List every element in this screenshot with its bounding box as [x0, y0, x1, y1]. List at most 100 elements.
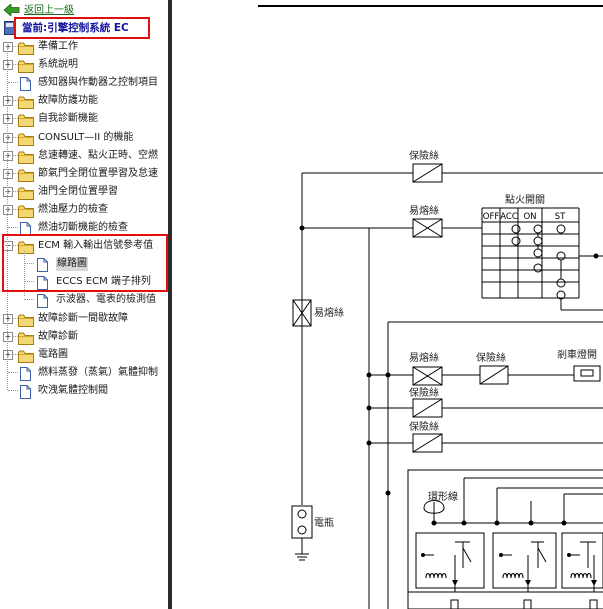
brake-lamp-switch-label: 剎車燈開 — [557, 348, 597, 361]
tree-folder-item[interactable]: + 怠速轉速、點火正時、空燃 — [0, 147, 168, 165]
tree-connector — [12, 172, 18, 174]
back-arrow-icon — [4, 4, 20, 16]
tree-item-label[interactable]: 自我診斷機能 — [38, 113, 98, 125]
document-icon — [37, 293, 48, 309]
tree-item-label[interactable]: 節氣門全閉位置學習及怠速 — [38, 167, 158, 179]
folder-icon — [18, 94, 34, 110]
expanded-group-highlight — [2, 234, 168, 292]
tree-connector — [12, 208, 18, 210]
expand-toggle-icon[interactable]: + — [3, 331, 13, 342]
tree-doc-item[interactable]: 線路圖 — [0, 255, 168, 273]
fuse-2-label: 保險絲 — [476, 351, 506, 364]
tree-item-label[interactable]: 電路圖 — [38, 348, 68, 360]
fuse-label: 保險絲 — [409, 149, 439, 162]
folder-icon — [18, 330, 34, 345]
tree-item-label[interactable]: 準備工作 — [38, 41, 78, 52]
expand-toggle-icon[interactable]: + — [3, 349, 13, 360]
expand-toggle-icon[interactable]: + — [3, 96, 13, 107]
tree-item-label[interactable]: 感知器與作動器之控制項目 — [38, 77, 158, 89]
switch-col-off: OFF — [483, 212, 500, 222]
tree-doc-item[interactable]: 示波器、電表的檢測值 — [0, 291, 168, 309]
folder-icon — [18, 167, 34, 182]
expand-toggle-icon[interactable]: + — [3, 42, 13, 52]
tree-doc-item[interactable]: 燃料蒸發（蒸氣）氣體抑制 — [0, 364, 168, 382]
expand-toggle-icon[interactable]: + — [3, 186, 13, 197]
tree-item-label[interactable]: 燃油切斷機能的檢查 — [38, 222, 128, 233]
tree-item-label[interactable]: 吹洩氣體控制閥 — [38, 384, 108, 396]
tree-trunk-line — [7, 46, 8, 390]
expand-toggle-icon[interactable]: + — [3, 150, 13, 161]
tree-doc-item[interactable]: 感知器與作動器之控制項目 — [0, 74, 168, 92]
tree-folder-item[interactable]: + 故障診斷一間歇故障 — [0, 310, 168, 328]
folder-icon — [18, 312, 34, 327]
tree-connector — [24, 281, 34, 283]
tree-connector — [12, 64, 18, 66]
ignition-switch-label: 點火開關 — [505, 193, 545, 206]
fusible-link-label: 易熔絲 — [409, 204, 439, 217]
fuse-4-label: 保險絲 — [409, 420, 439, 433]
tree-folder-item[interactable]: + 系統說明 — [0, 56, 168, 74]
tree-connector — [12, 245, 18, 247]
tree-connector — [8, 371, 18, 373]
tree-item-label[interactable]: 怠速轉速、點火正時、空燃 — [38, 149, 158, 161]
expand-toggle-icon[interactable]: + — [3, 60, 13, 71]
expand-toggle-icon[interactable]: + — [3, 132, 13, 143]
tree-connector — [12, 154, 18, 156]
tree-folder-item[interactable]: + 自我診斷機能 — [0, 110, 168, 128]
document-icon — [20, 76, 31, 92]
tree-item-label[interactable]: 故障診斷一間歇故障 — [38, 312, 128, 324]
switch-col-acc: ACC — [500, 212, 518, 222]
expand-toggle-icon[interactable]: + — [3, 313, 13, 324]
back-link-label[interactable]: 返回上一級 — [24, 5, 74, 16]
main-fusible-link-label: 易熔絲 — [314, 306, 344, 319]
tree-item-label[interactable]: 故障診斷 — [38, 330, 78, 342]
tree-folder-item[interactable]: + 故障診斷 — [0, 328, 168, 346]
folder-icon — [18, 203, 34, 218]
tree-item-label[interactable]: CONSULT—II 的機能 — [38, 131, 134, 143]
tree-doc-item[interactable]: ECCS ECM 端子排列 — [0, 273, 168, 291]
tree-item-label[interactable]: ECM 輸入輸出信號參考值 — [38, 240, 154, 252]
tree-connector — [8, 227, 18, 228]
battery-label: 電瓶 — [314, 516, 334, 529]
folder-icon — [18, 185, 34, 200]
tree-folder-item[interactable]: + 油門全閉位置學習 — [0, 183, 168, 201]
document-icon — [20, 366, 31, 381]
tree-connector — [12, 100, 18, 102]
tree-item-label[interactable]: ECCS ECM 端子排列 — [56, 276, 151, 288]
tree-folder-item[interactable]: + 節氣門全閉位置學習及怠速 — [0, 165, 168, 183]
switch-col-on: ON — [523, 212, 536, 222]
tree-item-label[interactable]: 油門全閉位置學習 — [38, 185, 118, 197]
navigation-sidebar: 返回上一級 當前:引擎控制系統 EC + 準備工作 + 系統說明感知器與作動器之控制項… — [0, 0, 168, 609]
tree-connector — [8, 389, 18, 391]
expand-toggle-icon[interactable]: + — [3, 168, 13, 179]
tree-connector — [24, 263, 34, 265]
tree-connector — [12, 317, 18, 319]
tree-folder-item[interactable]: + 準備工作 — [0, 38, 168, 56]
tree-item-label[interactable]: 示波器、電表的檢測值 — [56, 294, 156, 306]
tree-folder-item[interactable]: + 故障防護功能 — [0, 92, 168, 110]
ring-coil-label: 環形線 — [428, 490, 458, 503]
wiring-diagram: 保險絲 易熔絲 點火開關 易熔絲 易熔絲 保險絲 剎車燈開 保險絲 保險絲 環形… — [258, 5, 603, 609]
expand-toggle-icon[interactable]: + — [3, 114, 13, 125]
tree-item-label[interactable]: 系統說明 — [38, 59, 78, 71]
tree-folder-item[interactable]: + 燃油壓力的檢查 — [0, 201, 168, 219]
tree-connector — [8, 82, 18, 84]
tree-item-label[interactable]: 燃油壓力的檢查 — [38, 203, 108, 215]
tree-connector — [24, 299, 34, 301]
tree-folder-item[interactable]: + CONSULT—II 的機能 — [0, 129, 168, 147]
document-icon — [37, 257, 48, 273]
tree-item-label[interactable]: 故障防護功能 — [38, 95, 98, 107]
tree-item-label[interactable]: 線路圖 — [56, 257, 88, 272]
tree-doc-item[interactable]: 吹洩氣體控制閥 — [0, 382, 168, 400]
tree-folder-item[interactable]: + 電路圖 — [0, 346, 168, 364]
tree-connector — [12, 190, 18, 192]
expand-toggle-icon[interactable]: + — [3, 204, 13, 215]
tree-doc-item[interactable]: 燃油切斷機能的檢查 — [0, 219, 168, 237]
tree-branch-line — [24, 251, 25, 297]
open-folder-icon — [18, 239, 34, 255]
pane-divider[interactable] — [168, 0, 172, 609]
tree-connector — [12, 118, 18, 120]
tree-connector — [12, 46, 18, 47]
current-section-label: 當前:引擎控制系統 EC — [22, 22, 129, 34]
tree-item-label[interactable]: 燃料蒸發（蒸氣）氣體抑制 — [38, 366, 158, 378]
